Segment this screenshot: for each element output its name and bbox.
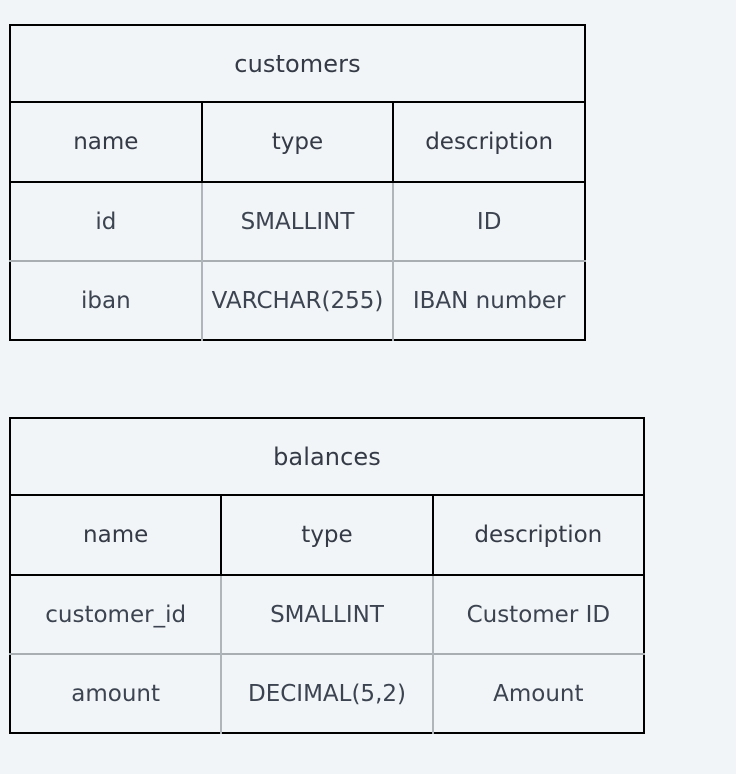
column-header-type: type (201, 102, 395, 183)
schema-table-customers: customers name type description id SMALL… (9, 24, 586, 341)
table-title-row: customers (10, 25, 585, 103)
cell-field-name: amount (10, 653, 223, 733)
column-header-row: name type description (10, 495, 644, 576)
cell-field-name: id (10, 182, 203, 261)
column-header-type: type (221, 495, 434, 576)
cell-field-type: VARCHAR(255) (201, 260, 395, 340)
column-header-name: name (10, 495, 223, 576)
cell-field-description: Amount (432, 653, 644, 733)
table-row: amount DECIMAL(5,2) Amount (10, 653, 644, 733)
cell-field-type: DECIMAL(5,2) (221, 653, 434, 733)
schema-table-balances: balances name type description customer_… (9, 417, 645, 734)
cell-field-type: SMALLINT (201, 182, 395, 261)
cell-field-description: Customer ID (432, 575, 644, 654)
table-title-row: balances (10, 418, 644, 496)
column-header-description: description (432, 495, 644, 576)
table-row: iban VARCHAR(255) IBAN number (10, 260, 585, 340)
cell-field-name: iban (10, 260, 203, 340)
table-row: customer_id SMALLINT Customer ID (10, 575, 644, 654)
cell-field-type: SMALLINT (221, 575, 434, 654)
cell-field-description: IBAN number (393, 260, 585, 340)
column-header-row: name type description (10, 102, 585, 183)
column-header-description: description (393, 102, 585, 183)
cell-field-name: customer_id (10, 575, 223, 654)
table-row: id SMALLINT ID (10, 182, 585, 261)
table-title-customers: customers (10, 25, 585, 103)
table-title-balances: balances (10, 418, 644, 496)
cell-field-description: ID (393, 182, 585, 261)
column-header-name: name (10, 102, 203, 183)
